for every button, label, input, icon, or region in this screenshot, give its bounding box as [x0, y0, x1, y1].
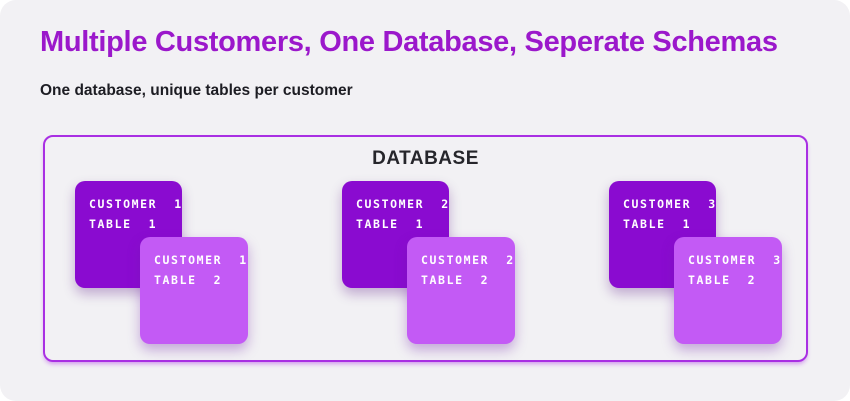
customer2-table2-box: CUSTOMER 2 TABLE 2	[407, 237, 515, 344]
customer3-table2-box: CUSTOMER 3 TABLE 2	[674, 237, 782, 344]
customer1-table1-box: CUSTOMER 1 TABLE 1	[75, 181, 182, 288]
customer1-table2-box: CUSTOMER 1 TABLE 2	[140, 237, 248, 344]
customer3-schema-group: CUSTOMER 3 TABLE 1 CUSTOMER 3 TABLE 2	[609, 181, 782, 344]
database-label: DATABASE	[372, 148, 479, 169]
database-container: DATABASE CUSTOMER 1 TABLE 1 CUSTOMER 1 T…	[43, 135, 808, 362]
page-title: Multiple Customers, One Database, Sepera…	[40, 26, 778, 58]
customer1-schema-group: CUSTOMER 1 TABLE 1 CUSTOMER 1 TABLE 2	[75, 181, 248, 344]
customer2-schema-group: CUSTOMER 2 TABLE 1 CUSTOMER 2 TABLE 2	[342, 181, 515, 344]
page-subtitle: One database, unique tables per customer	[40, 82, 353, 99]
